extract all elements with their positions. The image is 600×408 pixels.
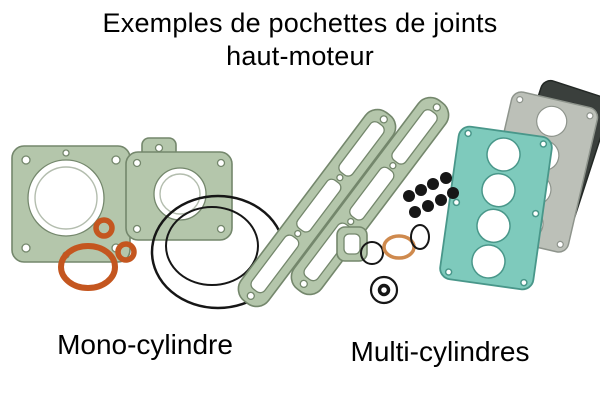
mono-head-gasket [11,145,131,263]
caption-mono-cylindre: Mono-cylindre [57,329,233,360]
mono-cover-gasket [125,137,233,241]
small-orange-o-ring-2 [115,241,137,263]
rocker-cover-gasket-2 [290,96,450,296]
small-amber-o-ring [382,234,416,260]
large-orange-o-ring [58,243,118,291]
caption-multi-cylindres: Multi-cylindres [350,336,530,367]
multi-gasket-group [237,79,600,308]
rocker-cover-gasket-1 [237,108,397,308]
small-black-o-ring-2 [410,224,430,250]
valve-stem-seals-cluster [403,172,459,218]
page-title-line-2: haut-moteur [226,40,374,71]
page-title-line-1: Exemples de pochettes de joints [102,8,498,38]
mono-gasket-group [11,137,286,310]
multi-head-gasket-teal [439,125,553,291]
small-square-gasket [336,226,368,262]
medium-black-o-ring [165,206,259,286]
page-title: Exemples de pochettes de joints haut-mot… [0,7,600,73]
seal-with-inner-ring [369,275,399,305]
small-orange-o-ring-1 [93,217,115,239]
small-black-o-ring-1 [360,241,384,265]
